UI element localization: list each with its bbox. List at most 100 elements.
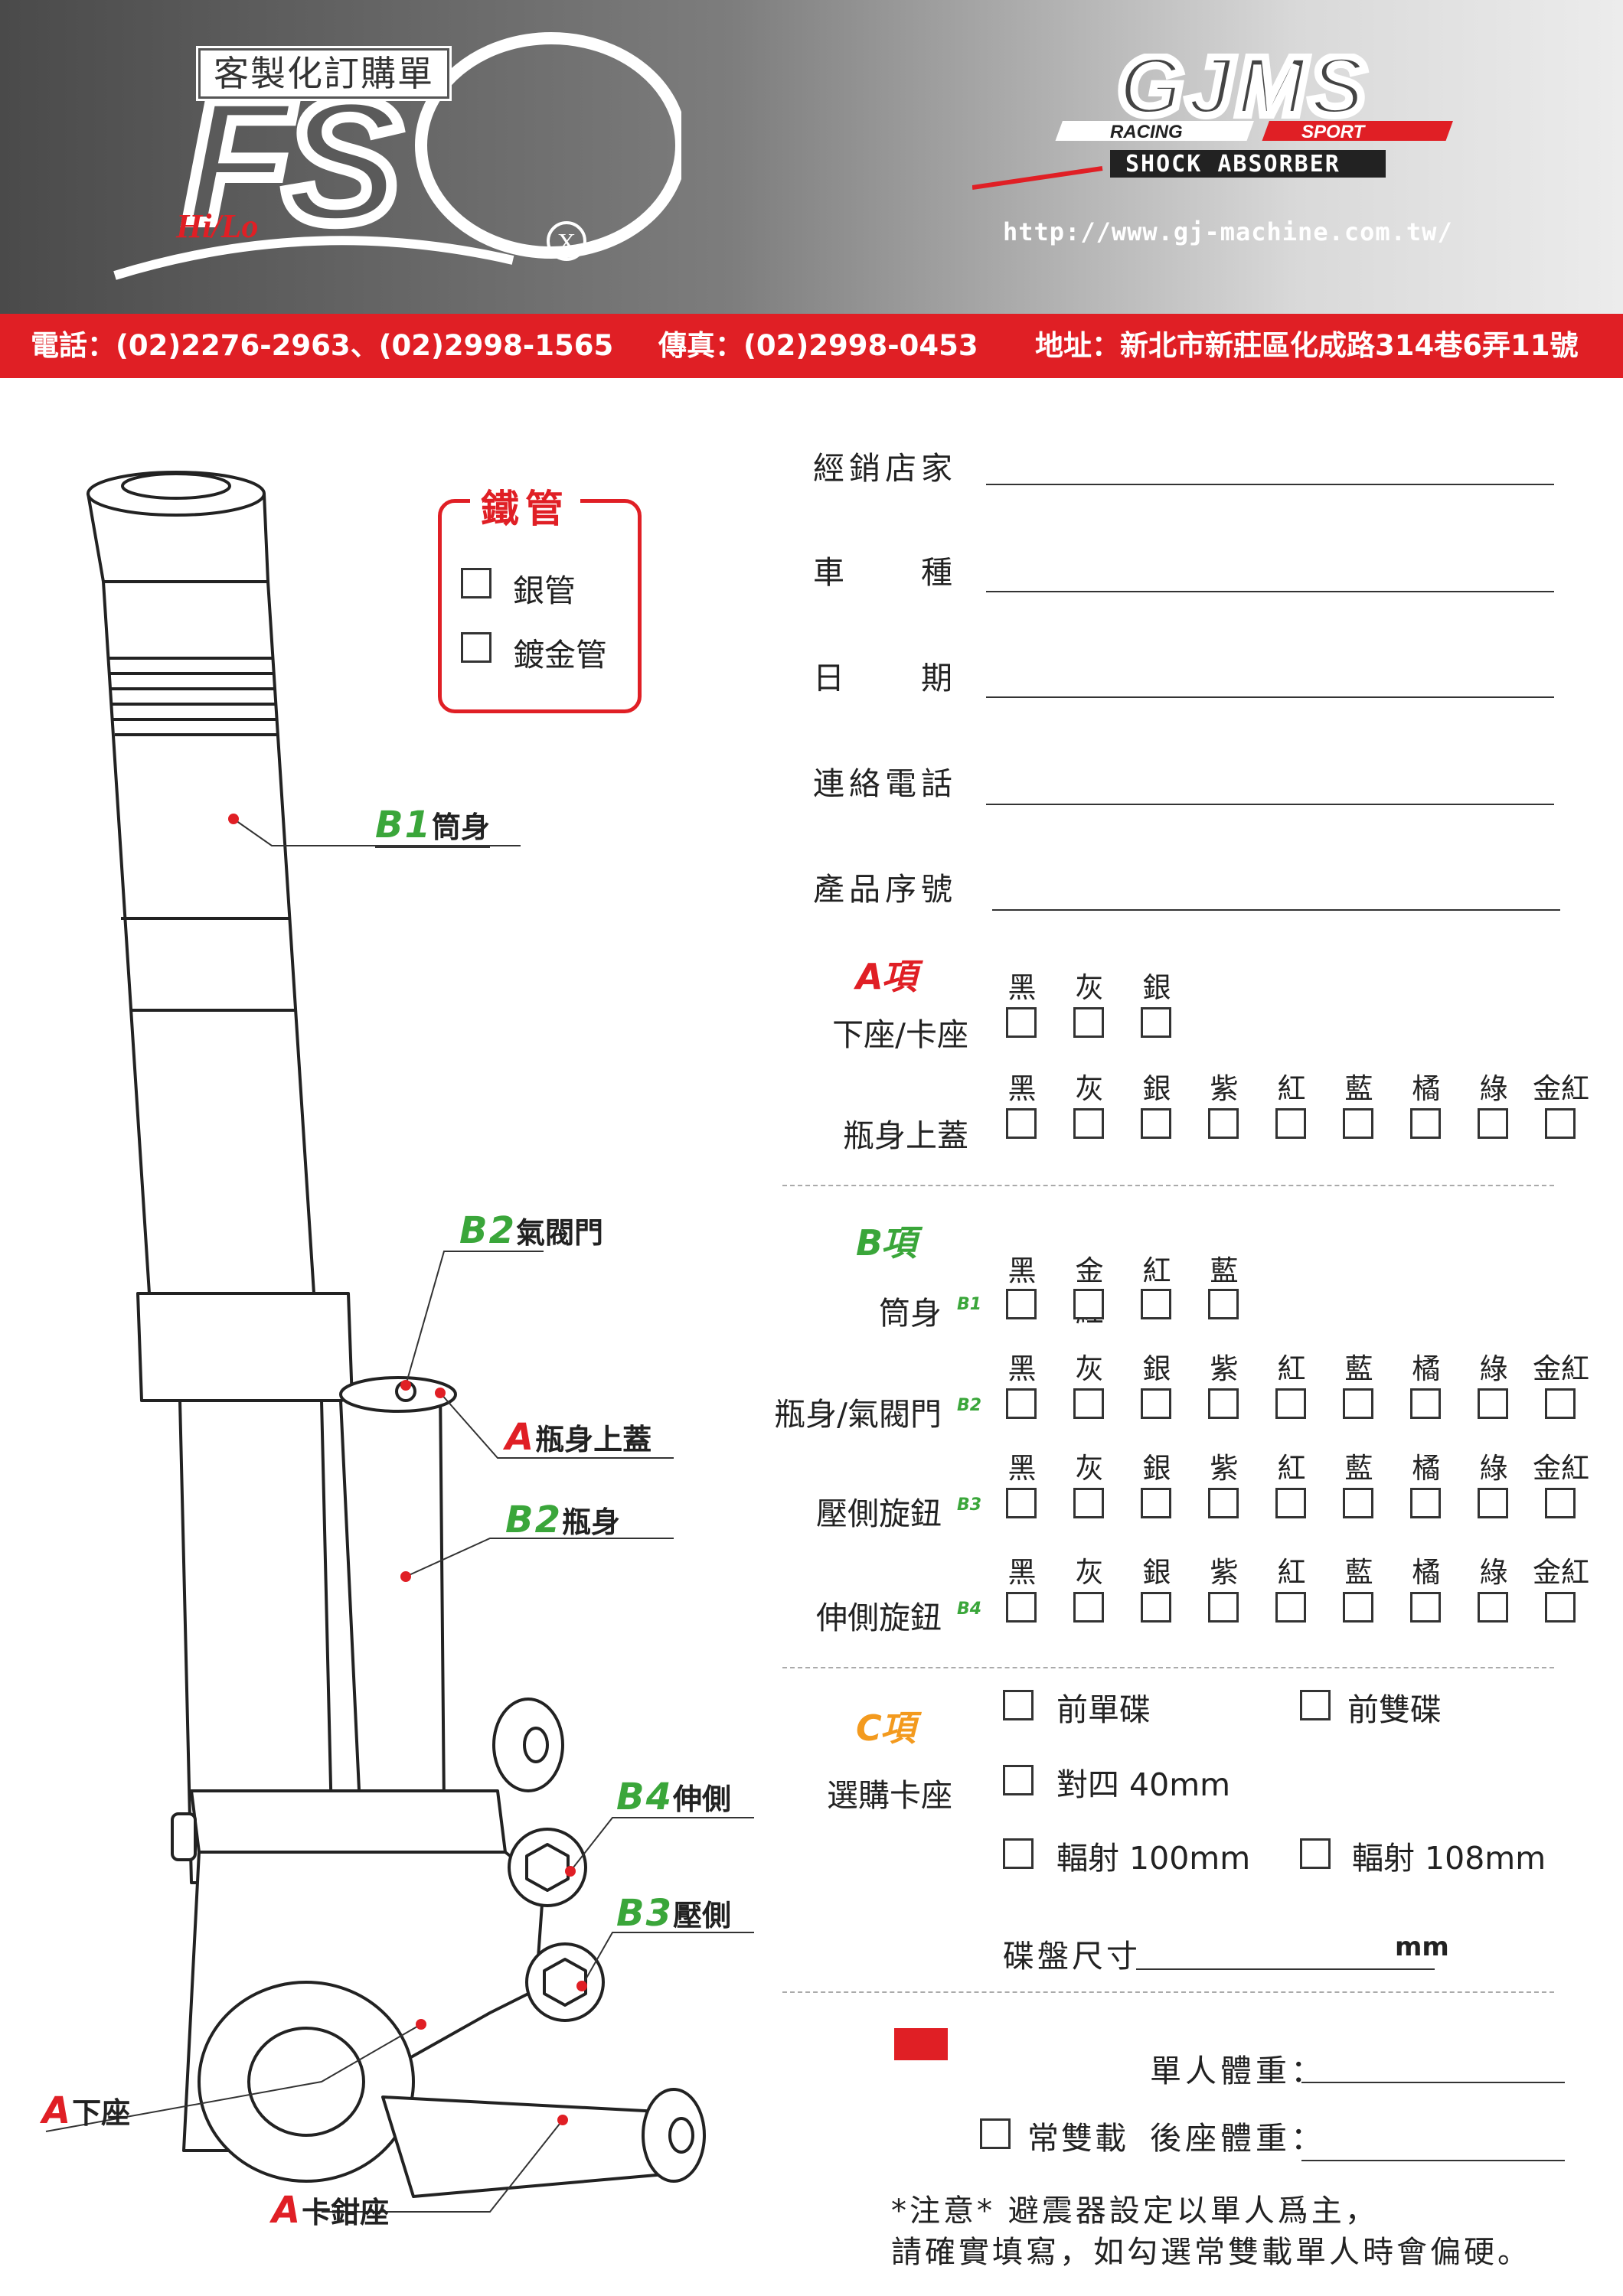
- dealer-field[interactable]: [986, 484, 1554, 485]
- compression-knob-color-checkbox[interactable]: [1006, 1488, 1037, 1518]
- rebound-knob-color-checkbox[interactable]: [1006, 1592, 1037, 1623]
- compression-knob-color-checkbox[interactable]: [1275, 1488, 1306, 1518]
- silver-tube-label: 銀管: [513, 572, 576, 609]
- section-b-title: B項: [856, 1222, 916, 1264]
- code-tag: B1: [957, 1295, 982, 1314]
- callout-b2-bottle: B2瓶身: [505, 1499, 620, 1541]
- four-piston-40-checkbox[interactable]: [1003, 1765, 1034, 1795]
- front-single-disc-checkbox[interactable]: [1003, 1690, 1034, 1720]
- tube-color-goldred-checkbox[interactable]: [1073, 1289, 1104, 1319]
- color-name: 藍: [1344, 1072, 1373, 1105]
- bottle-valve-color-checkbox[interactable]: [1141, 1388, 1171, 1419]
- callout-a-cap: A瓶身上蓋: [505, 1416, 652, 1459]
- tube-color-black-checkbox[interactable]: [1006, 1289, 1037, 1319]
- color-name: 黑: [1007, 1352, 1037, 1385]
- tube-color-blue-checkbox[interactable]: [1208, 1289, 1239, 1319]
- rebound-knob-color-checkbox[interactable]: [1343, 1592, 1373, 1623]
- callout-b2-valve: B2氣閥門: [459, 1209, 603, 1252]
- color-name: 紅: [1142, 1254, 1171, 1287]
- disc-size-field[interactable]: [1136, 1968, 1435, 1970]
- date-field[interactable]: [986, 696, 1554, 698]
- silver-tube-checkbox[interactable]: [461, 568, 491, 598]
- color-name: 綠: [1479, 1452, 1508, 1485]
- base-color-black-checkbox[interactable]: [1006, 1007, 1037, 1038]
- bottle-cap-color-checkbox[interactable]: [1478, 1108, 1508, 1139]
- bottle-cap-color-checkbox[interactable]: [1141, 1108, 1171, 1139]
- tube-color-red-checkbox[interactable]: [1141, 1289, 1171, 1319]
- rebound-knob-color-checkbox[interactable]: [1545, 1592, 1576, 1623]
- rebound-knob-color-checkbox[interactable]: [1410, 1592, 1441, 1623]
- fax-text: 傳真：(02)2998-0453: [658, 329, 978, 362]
- bottle-cap-color-checkbox[interactable]: [1208, 1108, 1239, 1139]
- compression-knob-color-checkbox[interactable]: [1545, 1488, 1576, 1518]
- rider-weight-label: 單人體重：: [1150, 2053, 1326, 2089]
- svg-text:RACING: RACING: [1110, 122, 1183, 142]
- color-name: 灰: [1075, 1556, 1104, 1589]
- bottle-cap-label: 瓶身上蓋: [843, 1117, 968, 1154]
- color-name: 灰: [1075, 1072, 1104, 1105]
- bottle-valve-color-checkbox[interactable]: [1343, 1388, 1373, 1419]
- bottle-valve-color-checkbox[interactable]: [1478, 1388, 1508, 1419]
- color-name: 金紅: [1533, 1352, 1589, 1385]
- bottle-cap-color-checkbox[interactable]: [1073, 1108, 1104, 1139]
- color-name: 銀: [1142, 1556, 1171, 1589]
- website-url[interactable]: http://www.gj-machine.com.tw/: [1003, 217, 1453, 246]
- bottle-cap-color-checkbox[interactable]: [1275, 1108, 1306, 1139]
- tandem-checkbox[interactable]: [980, 2118, 1011, 2149]
- divider: [782, 1667, 1554, 1668]
- compression-knob-color-checkbox[interactable]: [1073, 1488, 1104, 1518]
- dealer-label: 經銷店家: [813, 450, 957, 487]
- rebound-knob-color-checkbox[interactable]: [1478, 1592, 1508, 1623]
- radial-108-checkbox[interactable]: [1300, 1838, 1331, 1869]
- bottle-valve-color-checkbox[interactable]: [1006, 1388, 1037, 1419]
- color-name: 紅: [1277, 1352, 1306, 1385]
- rebound-knob-color-checkbox[interactable]: [1275, 1592, 1306, 1623]
- radial-100-checkbox[interactable]: [1003, 1838, 1034, 1869]
- code-tag: B2: [957, 1396, 982, 1415]
- bottle-cap-color-checkbox[interactable]: [1343, 1108, 1373, 1139]
- serial-label: 產品序號: [813, 871, 957, 908]
- compression-knob-color-checkbox[interactable]: [1208, 1488, 1239, 1518]
- bottle-valve-color-checkbox[interactable]: [1410, 1388, 1441, 1419]
- rebound-knob-label: 伸側旋鈕: [816, 1600, 942, 1636]
- passenger-weight-field[interactable]: [1301, 2160, 1565, 2161]
- serial-field[interactable]: [992, 909, 1560, 911]
- iron-tube-title: 鐵管: [470, 478, 580, 533]
- color-name: 橘: [1412, 1072, 1441, 1105]
- rebound-knob-color-checkbox[interactable]: [1208, 1592, 1239, 1623]
- vehicle-field[interactable]: [986, 591, 1554, 592]
- base-color-gray-checkbox[interactable]: [1073, 1007, 1104, 1038]
- svg-text:X: X: [557, 229, 576, 257]
- front-double-disc-checkbox[interactable]: [1300, 1690, 1331, 1720]
- color-name: 黑: [1007, 1556, 1037, 1589]
- bottle-valve-color-checkbox[interactable]: [1545, 1388, 1576, 1419]
- color-name: 黑: [1007, 1254, 1037, 1287]
- rebound-knob-color-checkbox[interactable]: [1073, 1592, 1104, 1623]
- color-name: 黑: [1007, 1072, 1037, 1105]
- note-line-1: *注意* 避震器設定以單人爲主，: [891, 2193, 1379, 2229]
- caliper-select-label: 選購卡座: [827, 1777, 952, 1814]
- color-name: 藍: [1210, 1254, 1239, 1287]
- color-name: 灰: [1075, 971, 1104, 1004]
- compression-knob-color-checkbox[interactable]: [1410, 1488, 1441, 1518]
- bottle-valve-color-checkbox[interactable]: [1208, 1388, 1239, 1419]
- color-name: 黑: [1007, 1452, 1037, 1485]
- rebound-knob-color-checkbox[interactable]: [1141, 1592, 1171, 1623]
- red-marker-swatch: [894, 2028, 948, 2060]
- rider-weight-field[interactable]: [1301, 2082, 1565, 2083]
- disc-size-unit: mm: [1395, 1932, 1449, 1962]
- bottle-valve-color-checkbox[interactable]: [1073, 1388, 1104, 1419]
- compression-knob-color-checkbox[interactable]: [1478, 1488, 1508, 1518]
- phone-field[interactable]: [986, 804, 1554, 805]
- compression-knob-color-checkbox[interactable]: [1343, 1488, 1373, 1518]
- bottle-cap-color-checkbox[interactable]: [1006, 1108, 1037, 1139]
- gold-tube-checkbox[interactable]: [461, 632, 491, 663]
- tube-body-label: 筒身: [879, 1295, 942, 1332]
- bottle-valve-color-checkbox[interactable]: [1275, 1388, 1306, 1419]
- base-caliper-label: 下座/卡座: [832, 1016, 968, 1053]
- color-name: 紅: [1277, 1452, 1306, 1485]
- compression-knob-color-checkbox[interactable]: [1141, 1488, 1171, 1518]
- bottle-cap-color-checkbox[interactable]: [1410, 1108, 1441, 1139]
- bottle-cap-color-checkbox[interactable]: [1545, 1108, 1576, 1139]
- base-color-silver-checkbox[interactable]: [1141, 1007, 1171, 1038]
